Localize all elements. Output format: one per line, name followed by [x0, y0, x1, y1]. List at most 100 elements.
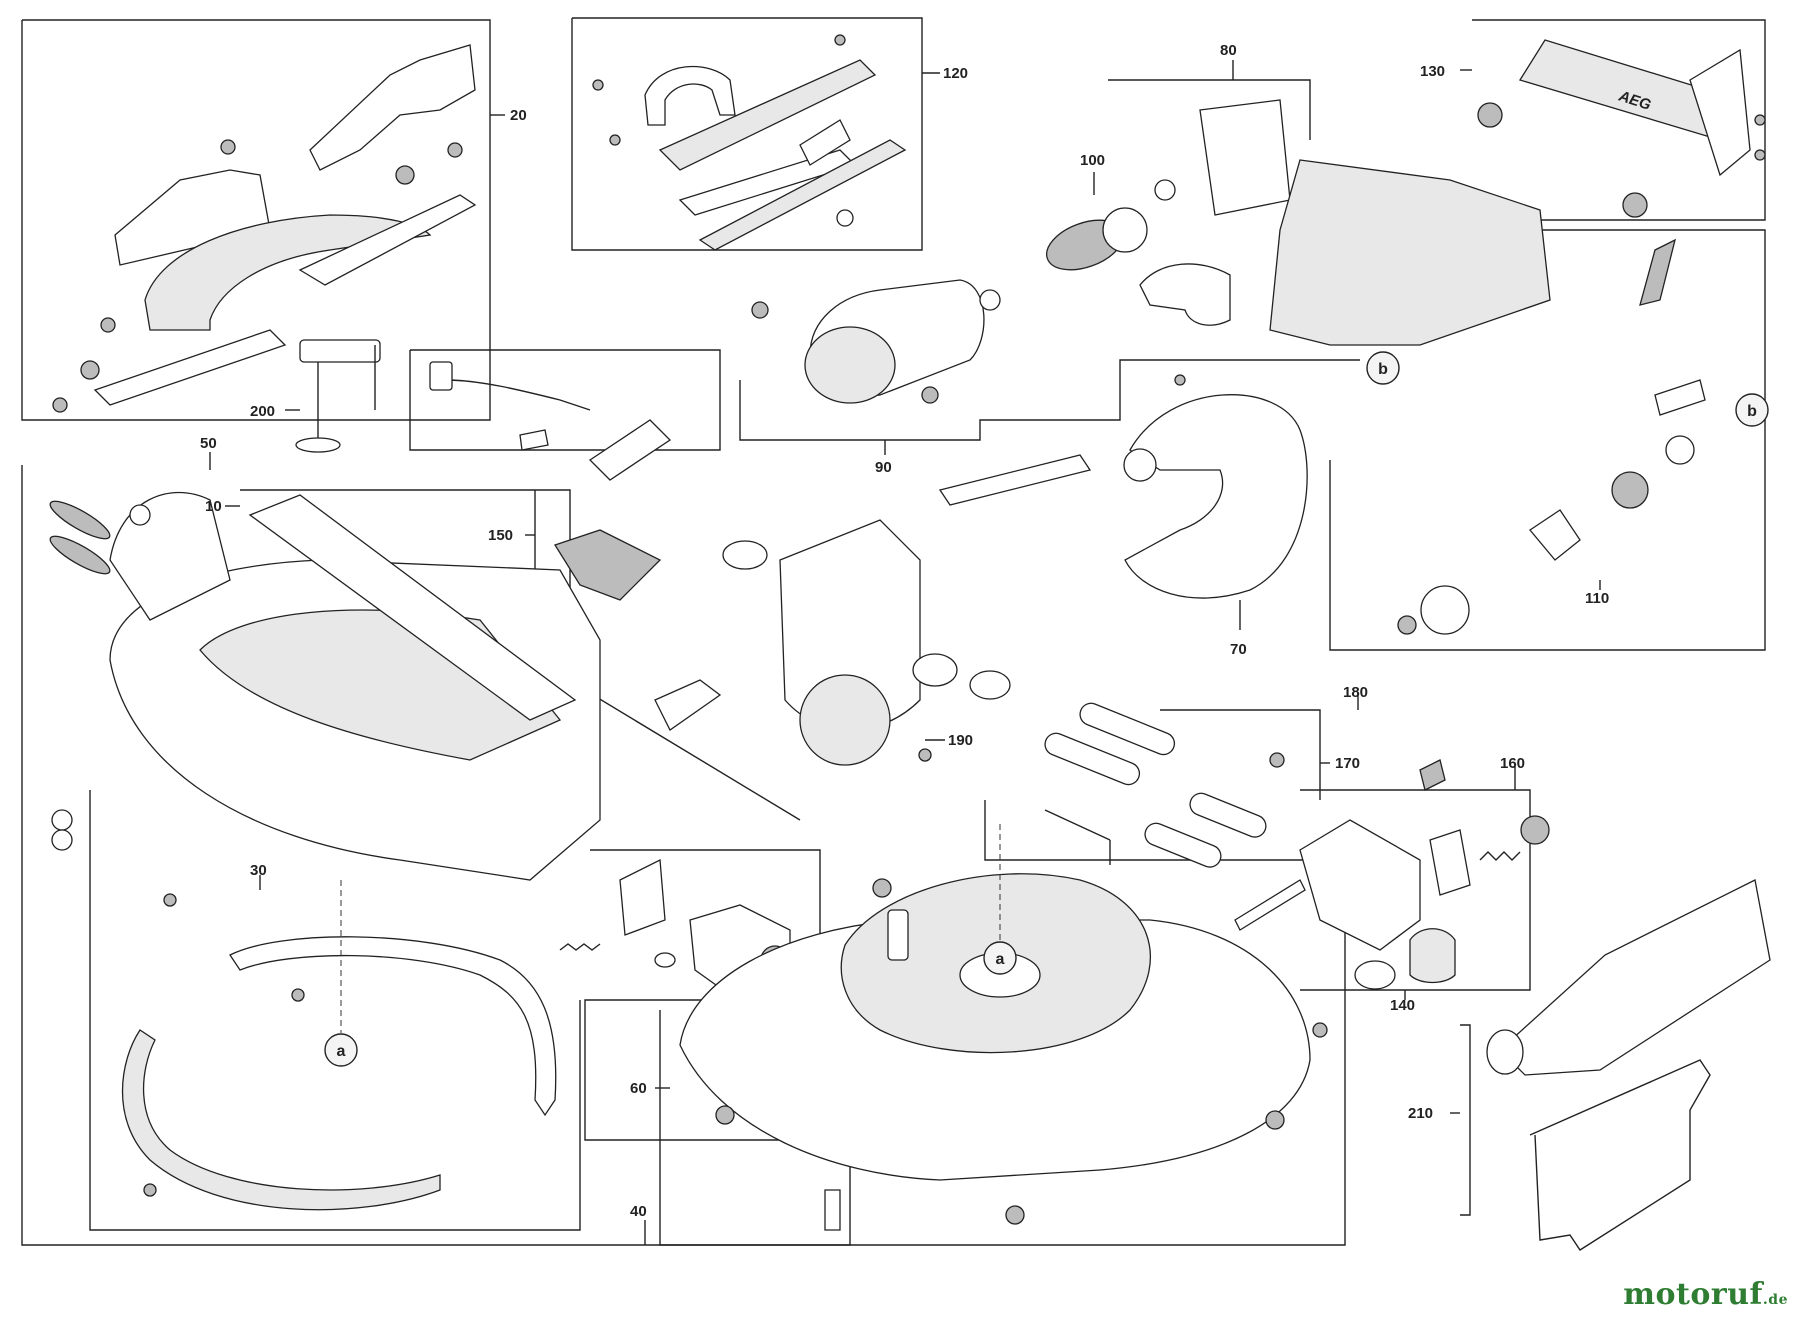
frame-120 [571, 17, 923, 251]
guard-link [938, 454, 1092, 506]
part-label: 70 [1230, 641, 1247, 658]
part-label: 10 [205, 498, 222, 515]
pivot-ring [799, 674, 891, 766]
knob [80, 360, 100, 380]
fence-right-part [309, 44, 476, 171]
arbor-bolt [1397, 615, 1417, 635]
part-label: 210 [1408, 1105, 1433, 1122]
knob-small [836, 209, 854, 227]
callout-b-label: b [1378, 361, 1388, 378]
screw-head [1754, 149, 1766, 161]
pivot-arm-assembly [554, 419, 1011, 766]
frame-110 [1329, 229, 1766, 651]
rubber-foot [872, 878, 892, 898]
part-label: 110 [1585, 590, 1609, 607]
handle-shell [658, 59, 877, 171]
fence-assembly [52, 44, 477, 413]
workpiece-clamp [295, 339, 381, 453]
lock-knob [1520, 815, 1550, 845]
bushing [654, 952, 676, 968]
callout-a-label: a [996, 951, 1005, 968]
rubber-foot [1312, 1022, 1328, 1038]
group-frames [21, 17, 1766, 1246]
bag-frame [1529, 1059, 1711, 1251]
hex-key [1044, 809, 1111, 841]
callout-a-label: a [337, 1043, 346, 1060]
screw-head [1754, 114, 1766, 126]
bevel-handle [554, 529, 662, 601]
rod [49, 500, 111, 540]
switch-lever [698, 139, 907, 251]
screw-head [291, 988, 305, 1002]
part-label: 190 [948, 732, 973, 749]
screw-head [918, 748, 932, 762]
slide-rail [1144, 822, 1222, 868]
callout-b [1735, 393, 1769, 427]
slide-rail [1044, 732, 1141, 786]
part-label: 150 [488, 527, 513, 544]
part-label: 160 [1500, 755, 1525, 772]
compression-spring [1479, 851, 1521, 861]
miter-scale-assembly: a [121, 880, 557, 1211]
bolt [824, 1189, 841, 1231]
dust-bag-assembly [1486, 879, 1771, 1251]
rubber-foot [1265, 1110, 1285, 1130]
frame-210 [1460, 1024, 1471, 1216]
lower-guard-assembly [938, 374, 1308, 599]
handle-grip [644, 65, 736, 126]
rear-bracket [1299, 819, 1421, 951]
base-assembly: a [679, 809, 1328, 1231]
trigger [799, 119, 851, 166]
fence-rail-left [93, 329, 287, 406]
knob-small [1419, 759, 1446, 791]
motor-assembly [751, 99, 1291, 404]
screw-head [220, 139, 236, 155]
part-label: 50 [200, 435, 217, 452]
clamp-foot [295, 437, 341, 453]
lock-bracket [619, 858, 666, 936]
screw-head [1269, 752, 1285, 768]
screw-head [163, 893, 177, 907]
motor-end-cap [804, 326, 896, 404]
frame-cord [409, 349, 721, 451]
part-label: 170 [1335, 755, 1360, 772]
part-label: 60 [630, 1080, 647, 1097]
frame-20 [21, 19, 491, 421]
fence-left-part [114, 169, 271, 266]
washer [51, 809, 73, 831]
plug [429, 361, 453, 391]
gear-roller [1622, 192, 1648, 218]
dust-bag [1499, 879, 1771, 1076]
frame-50 [21, 465, 851, 1246]
torsion-spring [1409, 928, 1456, 984]
center-post [887, 909, 909, 961]
part-labels: 20 120 80 130 100 200 50 10 150 90 70 11… [200, 42, 1609, 1220]
knob [395, 165, 415, 185]
rod [49, 535, 111, 575]
part-label: 130 [1420, 63, 1445, 80]
washer [51, 829, 73, 851]
bearing [979, 289, 1001, 311]
arm-cover [588, 419, 672, 481]
frame-30 [89, 790, 581, 1231]
pivot-bushing [722, 540, 768, 570]
sleeve [912, 653, 958, 687]
carry-handle-assembly: AEG [1477, 39, 1766, 218]
dust-elbow [1139, 263, 1231, 326]
slide-rail [1189, 792, 1267, 838]
part-label: 180 [1343, 684, 1368, 701]
part-label: 40 [630, 1203, 647, 1220]
sleeve [1354, 960, 1396, 990]
rear-shaft [1234, 879, 1306, 931]
frame-140 [1300, 789, 1531, 991]
slide-rail [1079, 702, 1176, 756]
knob [129, 504, 151, 526]
part-label: 20 [510, 107, 527, 124]
bearing [1665, 435, 1695, 465]
upper-guard-assembly: b [1139, 159, 1551, 385]
miter-scale-arc [229, 936, 557, 1117]
power-cord-assembly [429, 361, 591, 451]
slide-rails [1044, 702, 1285, 868]
bevel-lever [1639, 238, 1676, 306]
leader-lines [209, 60, 1601, 1245]
